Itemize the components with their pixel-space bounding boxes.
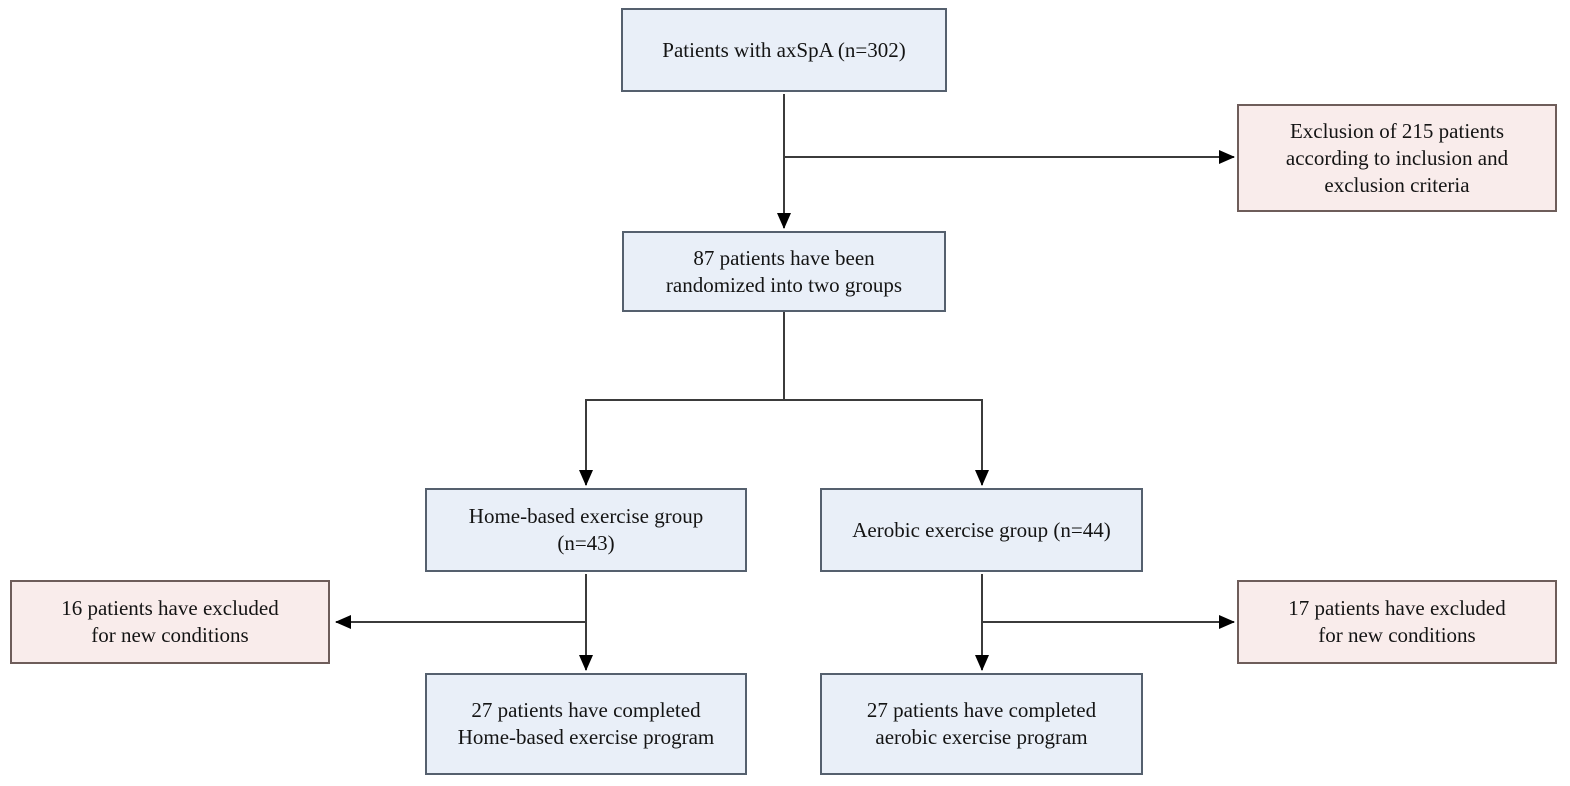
node-aerobic-excluded-label: 17 patients have excluded for new condit… [1288, 596, 1506, 647]
node-randomized: 87 patients have been randomized into tw… [622, 231, 946, 312]
node-patients-enrolled-label: Patients with axSpA (n=302) [662, 37, 906, 62]
node-home-group-label: Home-based exercise group (n=43) [468, 504, 704, 555]
node-exclusion-initial-label: Exclusion of 215 patients according to i… [1285, 118, 1509, 197]
node-patients-enrolled: Patients with axSpA (n=302) [621, 8, 947, 92]
node-home-completed: 27 patients have completed Home-based ex… [425, 673, 747, 775]
node-home-excluded: 16 patients have excluded for new condit… [10, 580, 330, 664]
node-aerobic-group-label: Aerobic exercise group (n=44) [852, 517, 1111, 542]
node-aerobic-excluded: 17 patients have excluded for new condit… [1237, 580, 1557, 664]
node-exclusion-initial: Exclusion of 215 patients according to i… [1237, 104, 1557, 212]
node-randomized-label: 87 patients have been randomized into tw… [665, 245, 903, 297]
node-aerobic-group: Aerobic exercise group (n=44) [820, 488, 1143, 572]
node-home-group: Home-based exercise group (n=43) [425, 488, 747, 572]
node-aerobic-completed-label: 27 patients have completed aerobic exerc… [866, 698, 1097, 749]
node-home-completed-label: 27 patients have completed Home-based ex… [457, 698, 715, 749]
node-home-excluded-label: 16 patients have excluded for new condit… [61, 596, 279, 647]
node-aerobic-completed: 27 patients have completed aerobic exerc… [820, 673, 1143, 775]
